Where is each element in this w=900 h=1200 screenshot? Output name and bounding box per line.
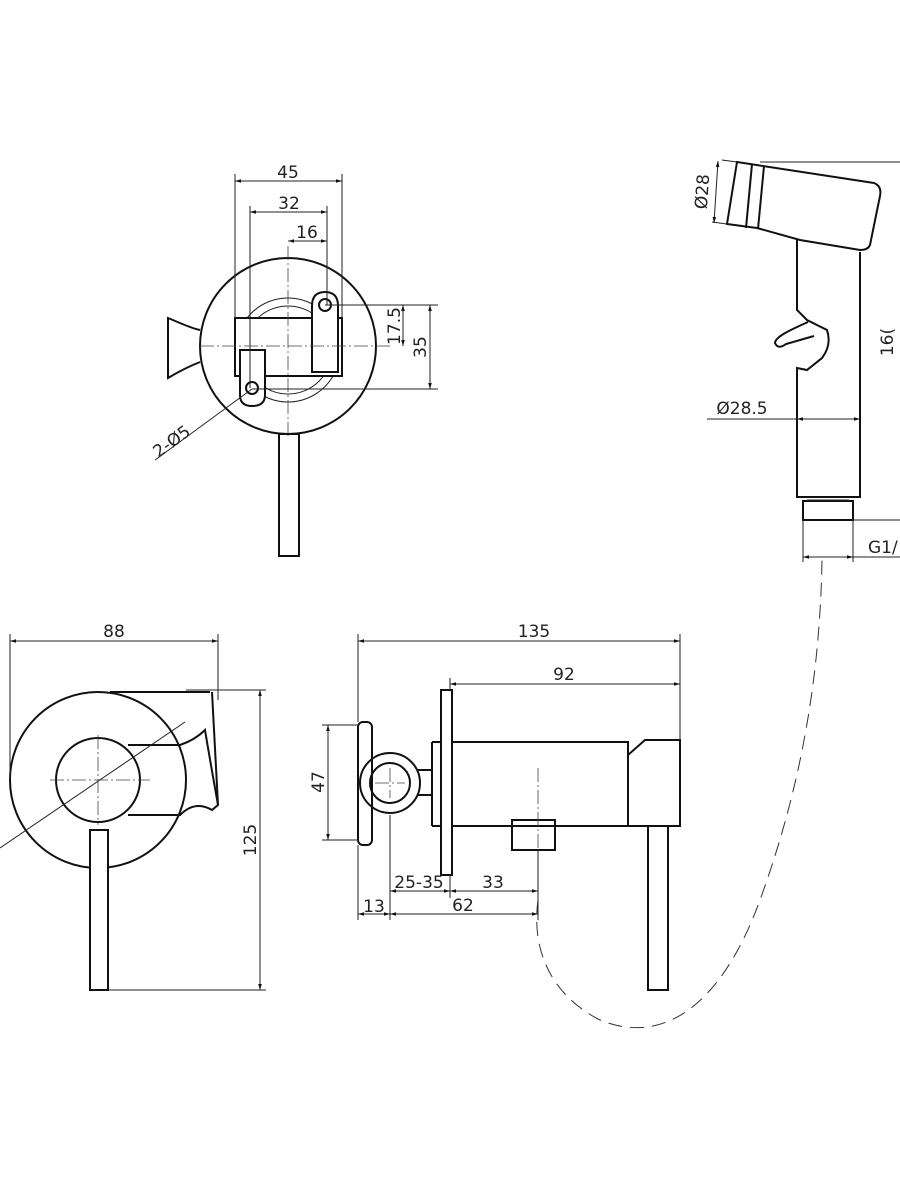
dim-62: 62 bbox=[452, 896, 474, 916]
lever-head bbox=[627, 739, 681, 827]
dim-45: 45 bbox=[277, 163, 299, 183]
hand-shower: Ø28 16( Ø28.5 G1/ bbox=[536, 159, 900, 1029]
dim-17-5: 17.5 bbox=[385, 307, 405, 345]
dim-125: 125 bbox=[241, 824, 261, 856]
shower-head bbox=[725, 160, 882, 252]
side-view-right: 135 92 47 25-35 33 13 62 bbox=[309, 622, 681, 991]
trigger bbox=[773, 321, 815, 348]
dim-length: 16( bbox=[878, 328, 898, 356]
knob bbox=[167, 316, 201, 380]
dim-16: 16 bbox=[296, 223, 318, 243]
lever-handle bbox=[278, 433, 300, 557]
dim-88: 88 bbox=[103, 622, 125, 642]
dim-35: 35 bbox=[411, 336, 431, 358]
front-view: 45 32 16 17.5 35 2-Ø5 bbox=[150, 163, 438, 557]
dim-33: 33 bbox=[482, 873, 504, 893]
dim-head-diameter: Ø28 bbox=[692, 173, 714, 209]
shower-handle bbox=[796, 240, 861, 498]
dim-13: 13 bbox=[363, 897, 385, 917]
dim-92: 92 bbox=[553, 665, 575, 685]
hose-line bbox=[536, 559, 823, 1029]
side-view-left: 88 125 bbox=[0, 622, 266, 991]
dim-25-35: 25-35 bbox=[394, 873, 443, 893]
lever-handle-left bbox=[89, 829, 109, 991]
outlet-connector bbox=[511, 819, 556, 851]
dim-body-diameter: Ø28.5 bbox=[716, 399, 767, 419]
dim-47: 47 bbox=[309, 771, 329, 793]
dim-holes: 2-Ø5 bbox=[150, 422, 195, 462]
lever-handle-right bbox=[647, 825, 669, 991]
wall-plate bbox=[440, 689, 453, 876]
dim-32: 32 bbox=[278, 194, 300, 214]
thread-nut bbox=[802, 500, 854, 521]
dim-thread: G1/ bbox=[868, 538, 898, 558]
dim-135: 135 bbox=[518, 622, 550, 642]
valve-body bbox=[451, 741, 629, 827]
